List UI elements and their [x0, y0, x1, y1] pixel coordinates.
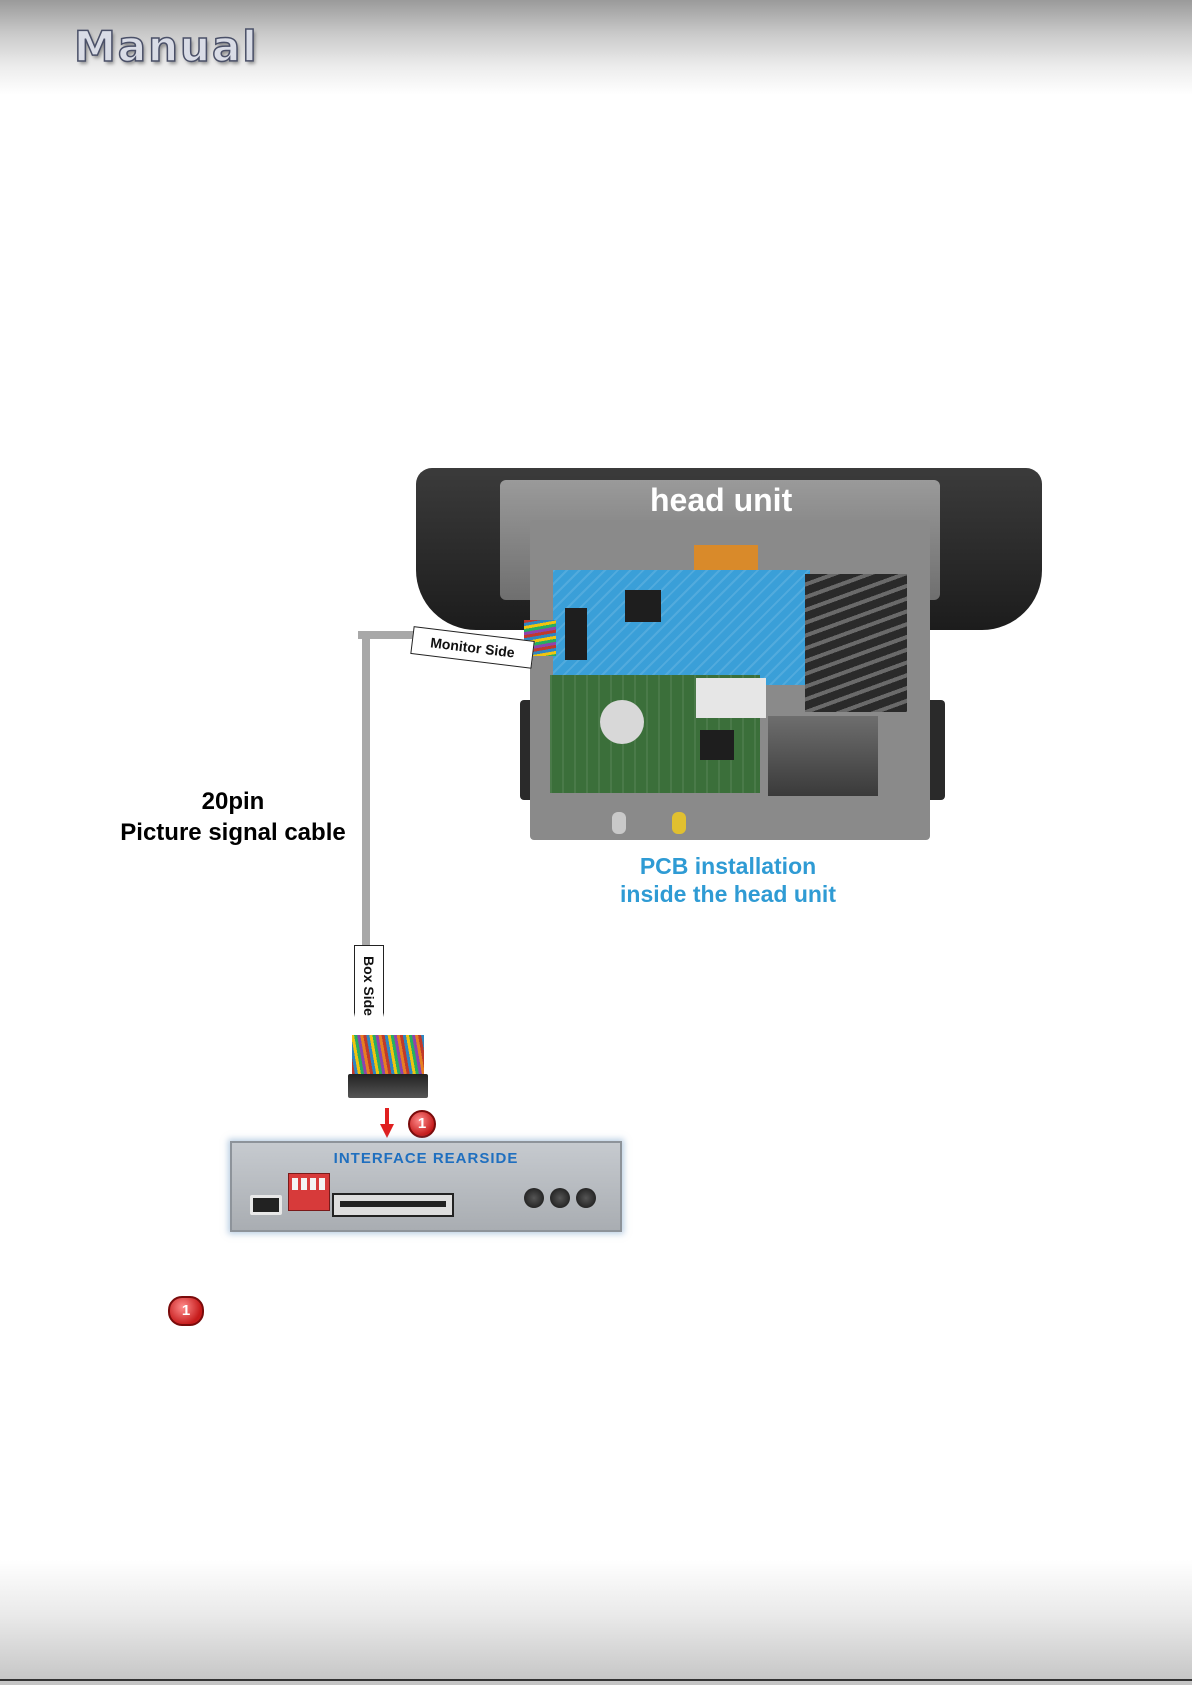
jack-1-icon — [524, 1188, 544, 1208]
pcb-chip — [625, 590, 661, 622]
white-connector — [696, 678, 766, 718]
cable-label-line1: 20pin — [100, 786, 366, 817]
dip-switch — [288, 1173, 330, 1211]
cable-connector — [348, 1074, 428, 1098]
mainboard-component — [600, 700, 644, 744]
pcb-label-line2: inside the head unit — [600, 880, 856, 908]
usb-port-icon — [250, 1195, 282, 1215]
pcb-label-line1: PCB installation — [600, 852, 856, 880]
page-footer — [0, 1560, 1192, 1685]
rca-connector-white — [612, 812, 626, 834]
interface-rearside: INTERFACE REARSIDE — [230, 1141, 622, 1232]
jack-2-icon — [550, 1188, 570, 1208]
rca-connector-yellow — [672, 812, 686, 834]
jack-3-icon — [576, 1188, 596, 1208]
dip-switch-lever — [310, 1178, 316, 1190]
pcb-installation-label: PCB installation inside the head unit — [600, 852, 856, 908]
pcb-connector — [565, 608, 587, 660]
dip-switch-lever — [292, 1178, 298, 1190]
head-unit-label: head unit — [650, 482, 792, 519]
interface-label: INTERFACE REARSIDE — [232, 1150, 620, 1167]
box-side-tag: Box Side — [354, 945, 384, 1039]
pcb-board — [553, 570, 810, 685]
dip-switch-lever — [301, 1178, 307, 1190]
dip-switch-lever — [319, 1178, 325, 1190]
legend-step-badge: 1 — [168, 1296, 204, 1326]
heatsink — [805, 574, 907, 712]
page-header: Manual — [0, 0, 1192, 95]
footer-rule — [0, 1679, 1192, 1681]
cable-label: 20pin Picture signal cable — [100, 786, 366, 848]
cable-label-line2: Picture signal cable — [100, 817, 366, 848]
manual-logo: Manual — [74, 22, 259, 71]
20pin-socket — [332, 1193, 454, 1217]
monitor-side-tag: Monitor Side — [410, 626, 535, 669]
box-side-label: Box Side — [361, 940, 377, 1032]
metal-cover — [768, 716, 878, 796]
mainboard-chip — [700, 730, 734, 760]
arrow-down-icon — [380, 1108, 394, 1138]
cable-wires-box-end — [352, 1035, 424, 1075]
step-badge: 1 — [408, 1110, 436, 1138]
